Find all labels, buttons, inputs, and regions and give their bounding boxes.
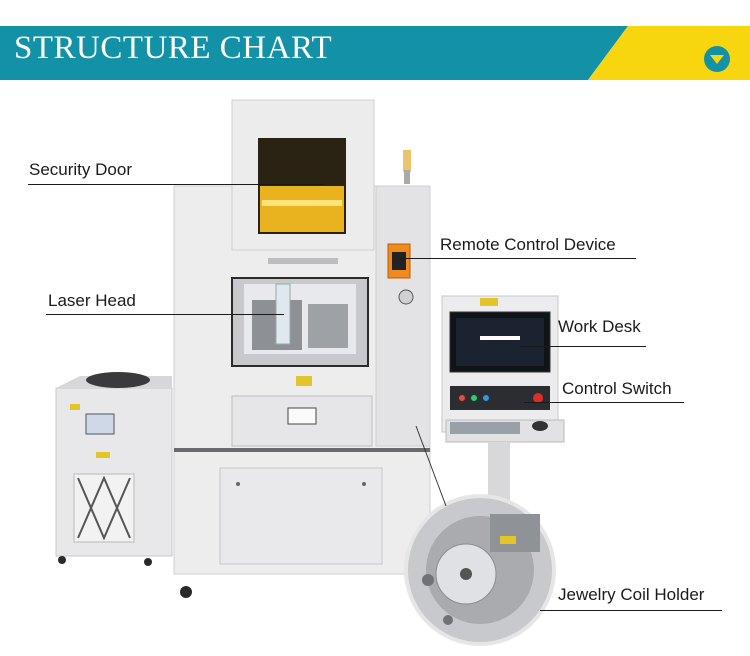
label-work-desk: Work Desk	[558, 317, 641, 336]
work-desk-leader	[520, 346, 646, 347]
page-title: STRUCTURE CHART	[14, 30, 333, 66]
remote-control-leader	[400, 258, 636, 259]
header-banner: STRUCTURE CHART	[0, 0, 750, 80]
label-control-switch: Control Switch	[562, 379, 672, 398]
control-switch-leader	[524, 402, 684, 403]
chiller-unit	[55, 372, 173, 566]
machine-illustration	[55, 99, 565, 646]
coil-holder-leader	[540, 610, 722, 611]
coil-holder-inset	[404, 425, 556, 646]
dropdown-button[interactable]	[702, 44, 732, 74]
security-door-leader	[28, 184, 324, 185]
label-coil-holder: Jewelry Coil Holder	[558, 585, 705, 604]
control-console	[441, 295, 565, 502]
laser-head-leader	[46, 314, 284, 315]
main-cabinet	[173, 99, 431, 598]
label-remote-control: Remote Control Device	[440, 235, 616, 254]
chevron-down-icon	[704, 46, 730, 72]
label-security-door: Security Door	[29, 160, 132, 179]
label-laser-head: Laser Head	[48, 291, 136, 310]
